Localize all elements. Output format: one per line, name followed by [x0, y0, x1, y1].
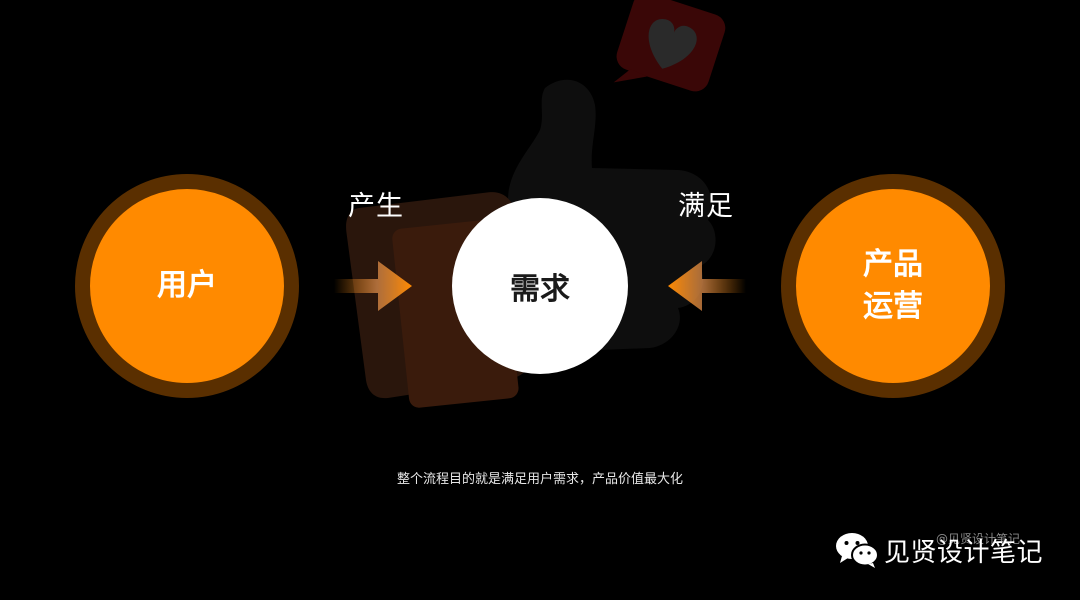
- demand-node: 需求: [452, 198, 628, 374]
- demand-node-label: 需求: [510, 272, 570, 307]
- product-operations-line-2: 运营: [863, 289, 923, 324]
- watermark-text: @见贤设计笔记: [936, 532, 1021, 546]
- product-operations-line-1: 产品: [863, 247, 923, 282]
- user-node: 用户: [75, 174, 299, 398]
- right-arrow-icon: [334, 261, 412, 311]
- brand-name: 见贤设计笔记: [884, 537, 1044, 568]
- brand-signature: 见贤设计笔记: [834, 530, 1043, 570]
- left-arrow-icon: [668, 261, 746, 311]
- diagram-caption: 整个流程目的就是满足用户需求，产品价值最大化: [396, 472, 683, 487]
- product-operations-node: 产品 运营: [781, 174, 1005, 398]
- heart-badge: [613, 0, 726, 92]
- generate-edge-label: 产生: [348, 191, 404, 222]
- wechat-icon: [836, 533, 879, 568]
- satisfy-edge-label: 满足: [678, 191, 734, 222]
- product-operations-node-label: 产品 运营: [848, 244, 938, 328]
- user-node-label: 用户: [157, 268, 217, 303]
